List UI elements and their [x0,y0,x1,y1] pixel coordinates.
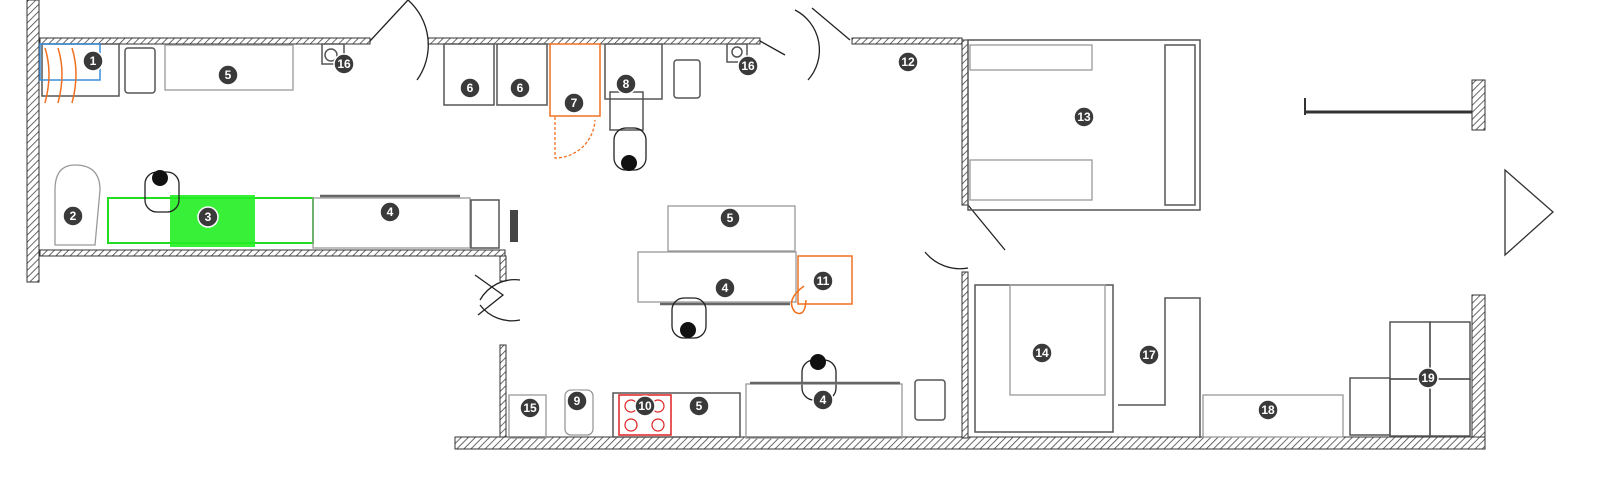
svg-text:12: 12 [901,55,915,69]
entrance-arrow-icon [1504,168,1554,257]
marker-14[interactable]: 14 [1031,342,1053,364]
marker-10[interactable]: 10 [634,395,656,417]
marker-18[interactable]: 18 [1257,399,1279,421]
marker-9[interactable]: 9 [566,390,588,412]
marker-2[interactable]: 2 [62,205,84,227]
marker-16[interactable]: 16 [737,55,759,77]
svg-text:1: 1 [90,54,97,68]
marker-19[interactable]: 19 [1417,367,1439,389]
svg-text:19: 19 [1421,371,1435,385]
svg-text:7: 7 [571,96,578,110]
marker-1[interactable]: 1 [82,50,104,72]
svg-text:6: 6 [517,81,524,95]
svg-text:6: 6 [467,81,474,95]
svg-text:13: 13 [1077,110,1091,124]
svg-text:5: 5 [727,211,734,225]
marker-8[interactable]: 8 [615,73,637,95]
marker-5[interactable]: 5 [688,395,710,417]
svg-text:18: 18 [1261,403,1275,417]
marker-5[interactable]: 5 [719,207,741,229]
svg-text:11: 11 [817,274,830,288]
equipment-markers: 1 16 5 6 6 7 8 16 12 13 2 3 4 5 4 11 14 … [62,50,1439,421]
marker-7[interactable]: 7 [563,92,585,114]
marker-5[interactable]: 5 [217,64,239,86]
svg-text:4: 4 [820,393,827,407]
marker-6[interactable]: 6 [509,77,531,99]
marker-4[interactable]: 4 [379,201,401,223]
svg-text:14: 14 [1035,346,1049,360]
marker-4[interactable]: 4 [714,277,736,299]
svg-text:16: 16 [741,59,755,73]
svg-text:15: 15 [523,401,537,415]
svg-text:2: 2 [70,209,77,223]
marker-12[interactable]: 12 [897,51,919,73]
svg-text:8: 8 [623,77,630,91]
svg-text:10: 10 [638,399,652,413]
marker-11[interactable]: 11 [812,270,834,292]
svg-text:4: 4 [387,205,394,219]
marker-4[interactable]: 4 [812,389,834,411]
marker-3[interactable]: 3 [197,206,219,228]
walls [26,0,1486,450]
equipment [39,39,1471,439]
svg-text:16: 16 [337,57,351,71]
svg-text:9: 9 [574,394,581,408]
marker-15[interactable]: 15 [519,397,541,419]
doors [369,0,1554,322]
svg-text:4: 4 [722,281,729,295]
marker-13[interactable]: 13 [1073,106,1095,128]
marker-16[interactable]: 16 [333,53,355,75]
marker-6[interactable]: 6 [459,77,481,99]
marker-17[interactable]: 17 [1138,344,1160,366]
svg-text:5: 5 [225,68,232,82]
svg-text:17: 17 [1142,348,1156,362]
svg-text:3: 3 [205,210,212,224]
svg-text:5: 5 [696,399,703,413]
